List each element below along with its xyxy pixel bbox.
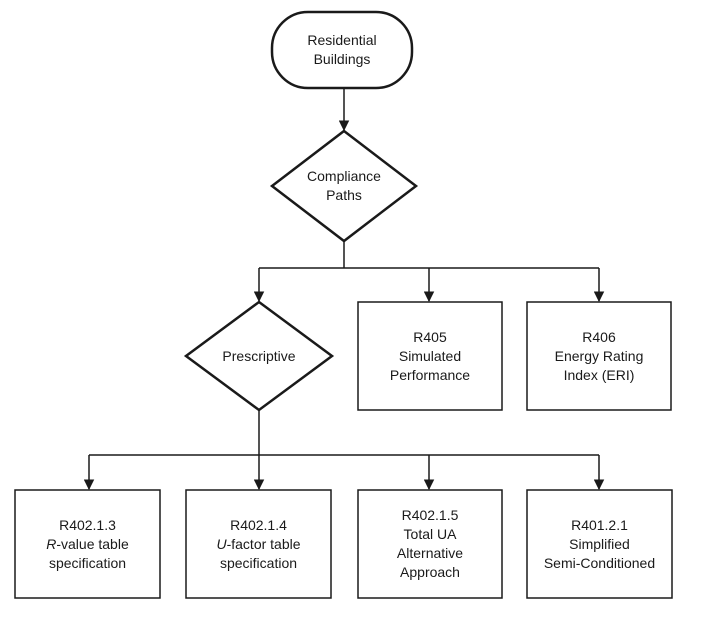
label-r405: R405 Simulated Performance	[358, 302, 502, 410]
box-r40215	[357, 489, 503, 599]
label-r40214: R402.1.4 U-factor table specification	[186, 490, 331, 598]
label-line: Semi-Conditioned	[543, 554, 656, 571]
label-line: R406	[582, 328, 616, 345]
label-r406: R406 Energy Rating Index (ERI)	[527, 302, 671, 410]
label-line: R402.1.3	[59, 516, 116, 533]
label-line: R402.1.4	[230, 516, 287, 533]
label-line: Energy Rating	[554, 347, 644, 364]
box-r406	[526, 301, 672, 411]
label-line: Index (ERI)	[563, 366, 635, 383]
label-line: R-value table	[46, 535, 129, 554]
label-compliance-paths: Compliance Paths	[272, 131, 416, 241]
label-line: Alternative	[396, 545, 464, 561]
label-line: specification	[48, 554, 127, 571]
label-line: specification	[219, 554, 298, 571]
label-r40215: R402.1.5 Total UA Alternative Approach	[358, 490, 502, 598]
label-rest: -value table	[56, 535, 129, 552]
box-r40213	[14, 489, 161, 599]
label-line: Simulated	[398, 347, 462, 364]
box-r40121	[526, 489, 673, 599]
node-residential-buildings	[270, 10, 414, 90]
italic-prefix: R	[46, 535, 57, 552]
label-rest: -factor table	[226, 535, 301, 552]
box-r405	[357, 301, 503, 411]
label-residential-buildings: Residential Buildings	[272, 12, 412, 88]
label-line: Paths	[326, 187, 362, 203]
label-line: R401.2.1	[571, 516, 628, 533]
label-r40213: R402.1.3 R-value table specification	[15, 490, 160, 598]
label-line: Compliance	[307, 168, 381, 184]
label-line: Residential	[307, 32, 377, 48]
label-line: Performance	[389, 366, 471, 383]
box-r40214	[185, 489, 332, 599]
label-prescriptive: Prescriptive	[186, 302, 332, 410]
label-line: Prescriptive	[222, 347, 296, 364]
label-line: R405	[413, 328, 447, 345]
label-line: Approach	[400, 564, 460, 580]
label-line: Buildings	[313, 51, 371, 67]
label-line: Simplified	[569, 535, 630, 552]
italic-prefix: U	[216, 535, 227, 552]
label-line: Total UA	[403, 526, 457, 542]
label-line: R402.1.5	[401, 507, 459, 523]
label-line: U-factor table	[216, 535, 300, 554]
label-r40121: R401.2.1 Simplified Semi-Conditioned	[527, 490, 672, 598]
